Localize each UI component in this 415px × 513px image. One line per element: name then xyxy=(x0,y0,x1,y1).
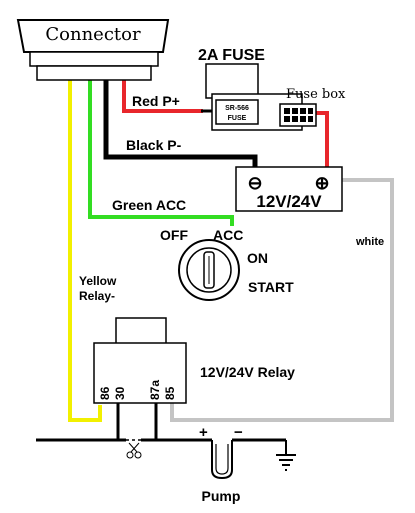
ignition-on-label: ON xyxy=(247,250,268,266)
relay-pin-87a: 87a xyxy=(148,380,162,400)
pump-minus-label: − xyxy=(234,424,243,441)
pump-circuit xyxy=(36,438,287,455)
fuse-box xyxy=(279,103,317,127)
battery-negative-icon: ⊖ xyxy=(247,173,262,193)
ignition-start-label: START xyxy=(248,279,294,295)
pump-plus-label: + xyxy=(199,424,208,441)
connector: Connector xyxy=(16,19,170,81)
relay-pins: 86 30 87a 85 xyxy=(98,380,177,400)
fuse-title: 2A FUSE xyxy=(198,47,265,64)
battery-positive-icon: ⊕ xyxy=(314,173,329,193)
red-wire-battery xyxy=(316,111,329,167)
relay-pin-30: 30 xyxy=(113,386,127,400)
red-wire-label: Red P+ xyxy=(132,93,180,109)
battery-voltage: 12V/24V xyxy=(256,192,322,211)
white-wire-label: white xyxy=(355,236,384,248)
yellow-wire xyxy=(68,80,102,422)
green-wire xyxy=(88,80,234,226)
relay xyxy=(93,317,187,404)
green-wire-label: Green ACC xyxy=(112,197,186,213)
ignition-acc-label: ACC xyxy=(213,227,243,243)
ignition-switch xyxy=(178,239,240,301)
red-wire xyxy=(122,80,203,113)
black-wire-label: Black P- xyxy=(126,137,182,153)
black-wire xyxy=(103,80,258,167)
relay-pin-86: 86 xyxy=(98,386,112,400)
fuse-body-line1: SR-566 xyxy=(225,105,249,112)
relay-pin-85: 85 xyxy=(163,386,177,400)
pump xyxy=(211,440,233,480)
yellow-wire-label-line2: Relay- xyxy=(79,289,115,303)
pump-label: Pump xyxy=(202,488,241,504)
fuse-box-label: Fuse box xyxy=(286,87,346,102)
battery: ⊖ ⊕ 12V/24V xyxy=(235,166,343,212)
yellow-wire-label-line1: Yellow xyxy=(79,274,117,288)
relay-label: 12V/24V Relay xyxy=(200,364,295,380)
connector-label: Connector xyxy=(45,24,141,45)
white-wire xyxy=(170,178,394,422)
ground-icon xyxy=(276,454,296,471)
fuse-body-line2: FUSE xyxy=(228,115,247,122)
fuse: SR-566 FUSE xyxy=(205,63,303,131)
scissors-icon xyxy=(126,442,142,459)
ignition-off-label: OFF xyxy=(160,227,188,243)
